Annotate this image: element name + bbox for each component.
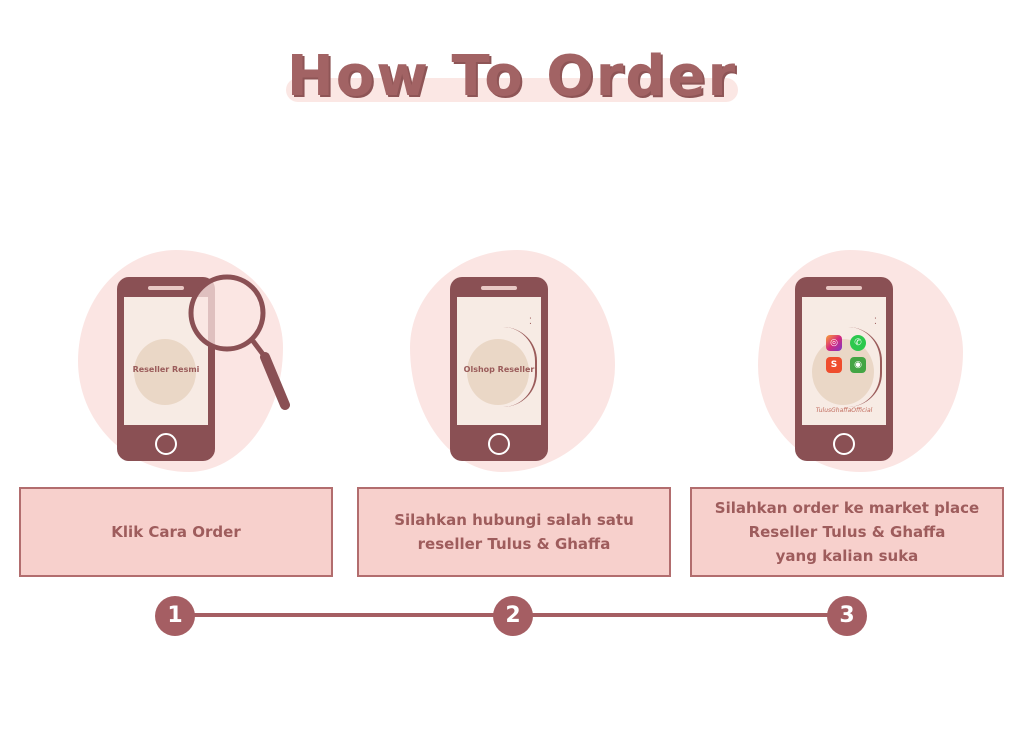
title-highlight [286,78,738,102]
shopee-icon: S [826,357,842,373]
phone-screen: ⁚ ◎ ✆ S ◉ TulusGhaffaOfficial [802,297,886,425]
instruction-line: yang kalian suka [775,547,919,565]
arc-decoration [848,327,882,407]
phone-screen-label: Olshop Reseller [463,365,535,374]
marketplace-app-icons: ◎ ✆ S ◉ [826,335,870,377]
header: How To Order [0,0,1024,140]
instruction-line: Silahkan hubungi salah satu [394,511,634,529]
step-number-3: 3 [827,596,867,636]
phone-illustration-2: ⁚ Olshop Reseller [450,277,548,461]
page-title: How To Order [286,44,738,109]
phone-speaker [481,286,517,290]
phone-screen: ⁚ Olshop Reseller [457,297,541,425]
tokopedia-icon: ◉ [850,357,866,373]
phone-home-button [488,433,510,455]
phone-home-button [833,433,855,455]
phone-speaker [148,286,184,290]
step-number-1: 1 [155,596,195,636]
instruction-line: reseller Tulus & Ghaffa [417,535,611,553]
dots-decoration: ⁚ [529,317,532,327]
instruction-line: Reseller Tulus & Ghaffa [748,523,946,541]
instagram-icon: ◎ [826,335,842,351]
step-1-instruction: Klik Cara Order [19,487,333,577]
step-number-2: 2 [493,596,533,636]
arc-decoration [503,327,537,407]
phone-home-button [155,433,177,455]
phone-illustration-3: ⁚ ◎ ✆ S ◉ TulusGhaffaOfficial [795,277,893,461]
magnifying-glass-icon [188,274,290,410]
instruction-line: Klik Cara Order [111,523,241,541]
whatsapp-icon: ✆ [850,335,866,351]
instruction-line: Silahkan order ke market place [714,499,980,517]
screen-circle [134,339,196,405]
shop-name-script: TulusGhaffaOfficial [815,407,873,414]
dots-decoration: ⁚ [874,317,877,327]
phone-screen-label: Reseller Resmi [132,365,200,374]
step-3-instruction: Silahkan order ke market place Reseller … [690,487,1004,577]
step-2-instruction: Silahkan hubungi salah satu reseller Tul… [357,487,671,577]
phone-speaker [826,286,862,290]
